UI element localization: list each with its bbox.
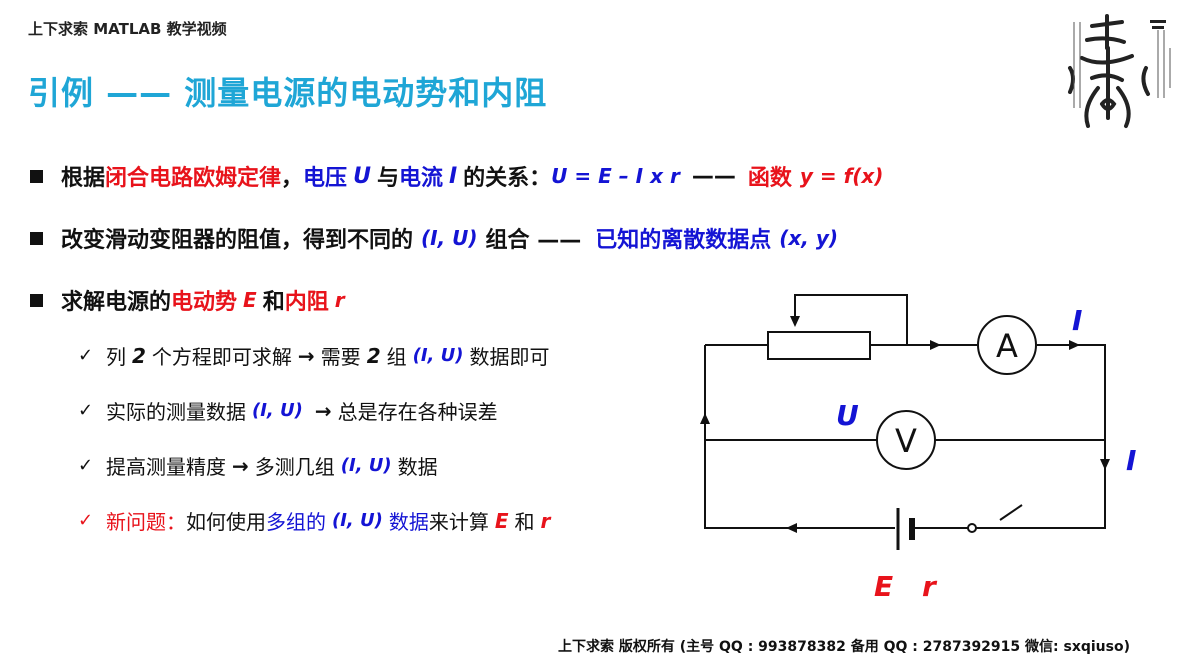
square-bullet-icon [30, 293, 43, 307]
text: (I, U) [252, 400, 303, 421]
text: 来计算 [428, 510, 489, 534]
arrow-right-icon: → [232, 453, 249, 478]
text: E [494, 508, 509, 533]
formula: U = E – I x r [551, 164, 680, 188]
text: 电动势 [171, 290, 238, 315]
arrow-right-icon: → [314, 398, 332, 423]
ammeter-label: A [996, 327, 1018, 365]
formula: y = f(x) [799, 164, 884, 188]
check-icon: ✓ [78, 455, 94, 476]
text: 数据 [397, 455, 438, 479]
text: U [353, 163, 371, 189]
text: E [243, 288, 257, 312]
text: ， [281, 166, 304, 191]
sub-item-precision: ✓ 提高测量精度 → 多测几组 (I, U) 数据 [78, 451, 438, 480]
current-arrow-icon [1100, 459, 1110, 470]
ammeter-circle [977, 315, 1037, 375]
text: 的关系： [463, 166, 552, 191]
switch-lever [999, 504, 1023, 521]
text: 提高测量精度 [106, 455, 226, 479]
sub-item-two-equations: ✓ 列 2 个方程即可求解 → 需要 2 组 (I, U) 数据即可 [78, 341, 549, 370]
text: 实际的测量数据 [106, 400, 246, 424]
square-bullet-icon [30, 231, 43, 245]
text: 组 [386, 345, 407, 369]
wire [704, 345, 895, 529]
current-arrow-icon [930, 340, 941, 350]
text: 个方程即可求解 [151, 345, 292, 369]
dash: —— [691, 163, 736, 189]
circuit-diagram: A V I I U E r [700, 294, 1136, 603]
text: 列 [106, 345, 126, 369]
text: 如何使用 [186, 510, 266, 534]
text: 已知的离散数据点 [595, 228, 772, 253]
text: 需要 [320, 345, 361, 369]
text: 改变滑动变阻器的阻值，得到不同的 [61, 228, 414, 253]
text: 内阻 [284, 290, 329, 315]
text: 电压 [303, 166, 348, 191]
text: 电流 [398, 166, 443, 191]
resistance-label: r [922, 570, 938, 603]
current-label: I [1072, 304, 1082, 337]
text: (I, U) [340, 455, 392, 476]
text: r [334, 288, 345, 312]
text: 根据 [61, 166, 106, 191]
current-arrow-icon [1069, 340, 1080, 350]
bullet-ohm-law: 根据 闭合电路欧姆定律 ， 电压 U 与 电流 I 的关系： U = E – I… [30, 160, 883, 192]
text: (I, U) [421, 226, 478, 250]
check-icon: ✓ [78, 345, 94, 366]
arrow-right-icon: → [297, 343, 315, 368]
header-label: 上下求索 MATLAB 教学视频 [28, 20, 227, 38]
sub-item-errors: ✓ 实际的测量数据 (I, U) → 总是存在各种误差 [78, 396, 498, 425]
emf-label: E [874, 570, 893, 603]
calligraphy-seal-icon [1062, 8, 1182, 136]
voltmeter-circle [876, 410, 936, 470]
bullet-data-points: 改变滑动变阻器的阻值，得到不同的 (I, U) 组合 —— 已知的离散数据点 (… [30, 222, 838, 254]
rheostat [767, 331, 871, 360]
text: 和 [514, 510, 535, 534]
bullet-solve: 求解电源的 电动势 E 和 内阻 r [30, 284, 345, 316]
check-icon: ✓ [78, 400, 94, 421]
current-label: I [1126, 444, 1136, 477]
text: 多组的 [266, 510, 326, 534]
rheostat-slider-wire [794, 294, 908, 345]
voltmeter-label: V [895, 422, 917, 460]
text: I [448, 163, 458, 189]
text: (I, U) [332, 510, 383, 531]
text: r [540, 508, 551, 533]
text: 组合 —— [485, 228, 582, 253]
text: 数据即可 [469, 345, 550, 369]
page-title: 引例 —— 测量电源的电动势和内阻 [28, 74, 548, 112]
text: 函数 [747, 166, 792, 191]
text: 2 [132, 343, 146, 368]
text: (I, U) [412, 345, 464, 366]
text: 数据 [388, 510, 429, 534]
text: 和 [262, 290, 285, 315]
switch-contact [967, 523, 977, 533]
footer-copyright: 上下求索 版权所有 (主号 QQ : 993878382 备用 QQ : 278… [558, 639, 1130, 655]
current-arrow-icon [786, 523, 797, 533]
text: 新问题： [106, 510, 186, 534]
check-icon: ✓ [78, 510, 94, 531]
text: 闭合电路欧姆定律 [105, 166, 282, 191]
text: 求解电源的 [61, 290, 172, 315]
voltage-label: U [836, 399, 859, 432]
text: 总是存在各种误差 [337, 400, 498, 424]
text: 多测几组 [254, 455, 335, 479]
current-arrow-icon [700, 413, 710, 424]
text: (x, y) [779, 226, 839, 250]
slider-arrow-icon [790, 316, 800, 327]
text: 2 [366, 343, 381, 368]
sub-item-new-question: ✓ 新问题： 如何使用 多组的 (I, U) 数据 来计算 E 和 r [78, 506, 550, 535]
text: 与 [376, 166, 399, 191]
square-bullet-icon [30, 169, 43, 183]
